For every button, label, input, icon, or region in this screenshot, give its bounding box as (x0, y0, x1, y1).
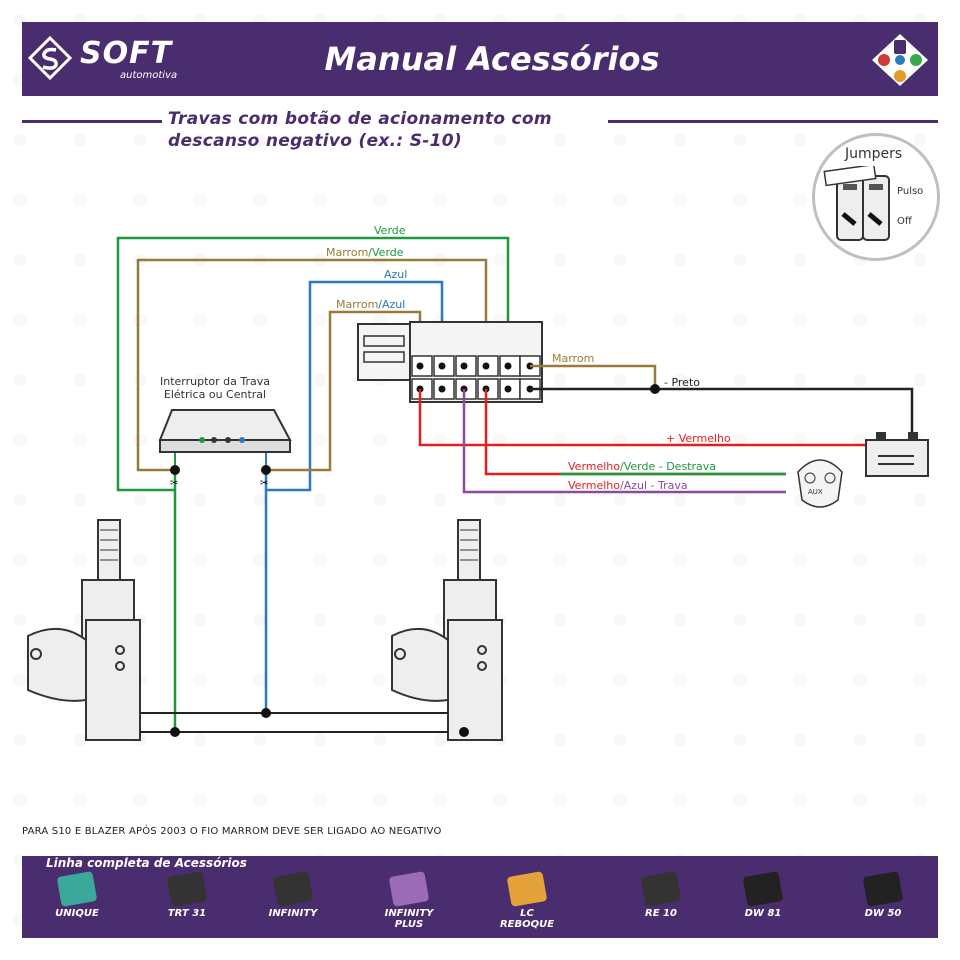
label-marrom-azul: Marrom/Azul (336, 298, 405, 311)
footer-bar: Linha completa de Acessórios UNIQUE TRT 3… (22, 856, 938, 938)
product-name: INFINITY (268, 908, 318, 919)
wiring-diagram: ✂ ✂ (27, 236, 929, 741)
brand-subtitle: automotiva (120, 70, 178, 81)
product-dw-81: DW 81 (728, 871, 798, 919)
label-marrom-verde-b: /Verde (368, 246, 404, 259)
product-unique: UNIQUE (42, 871, 112, 919)
cut-icon-left: ✂ (170, 478, 178, 489)
label-marrom-azul-a: Marrom (336, 298, 379, 311)
jumper-off-label: Off (897, 216, 912, 227)
label-marrom-verde: Marrom/Verde (326, 246, 404, 259)
module-connector (357, 321, 543, 403)
product-infinity: INFINITY (258, 871, 328, 919)
label-destrava-a: Vermelho (568, 460, 621, 473)
product-thumbnail (388, 871, 430, 907)
product-name: UNIQUE (55, 908, 99, 919)
remote-aux-label: AUX (808, 488, 823, 496)
label-verde: Verde (374, 224, 406, 237)
junction-dots (170, 465, 469, 737)
actuator-right (391, 519, 503, 741)
logo-s-icon (28, 36, 72, 80)
label-vermelho: + Vermelho (666, 432, 731, 445)
cut-icon-right: ✂ (260, 478, 268, 489)
switch-label: Interruptor da Trava Elétrica ou Central (160, 375, 270, 401)
wire-vermelho (418, 389, 880, 447)
jumper-switch-icon (823, 166, 890, 241)
label-preto: - Preto (664, 376, 700, 389)
diagram-subtitle: Travas com botão de acionamento com desc… (168, 109, 552, 151)
label-marrom-verde-a: Marrom (326, 246, 369, 259)
subtitle-block: Travas com botão de acionamento com desc… (22, 108, 938, 154)
jumpers-inset: Jumpers Pulso Off (812, 133, 940, 261)
product-name: RE 10 (645, 908, 677, 919)
wire-verde (116, 236, 510, 492)
product-name: INFINITY PLUS (384, 908, 434, 930)
brand-name: SOFT (80, 36, 173, 71)
product-name: TRT 31 (167, 908, 207, 919)
accessories-icon (872, 34, 928, 86)
label-marrom: Marrom (552, 352, 595, 365)
header-bar: SOFT automotiva Manual Acessórios (22, 22, 938, 96)
battery-icon (865, 432, 929, 477)
label-trava-a: Vermelho (568, 479, 621, 492)
product-thumbnail (272, 871, 314, 907)
product-re-10: RE 10 (626, 871, 696, 919)
jumpers-label: Jumpers (845, 146, 903, 162)
remote-control-icon (797, 459, 843, 508)
wire-marrom (530, 364, 657, 389)
ground-junction (650, 384, 660, 394)
actuator-left (27, 519, 141, 741)
wire-actuator-link (140, 712, 448, 733)
label-trava-b: /Azul - Trava (620, 479, 688, 492)
product-infinity-plus: INFINITY PLUS (374, 871, 444, 930)
product-trt-31: TRT 31 (152, 871, 222, 919)
label-azul: Azul (384, 268, 408, 281)
product-thumbnail (862, 871, 904, 907)
jumper-pulso-label: Pulso (897, 186, 924, 197)
brand-logo: SOFT automotiva (28, 34, 178, 84)
label-marrom-azul-b: /Azul (378, 298, 406, 311)
label-destrava: Vermelho/Verde - Destrava (568, 460, 716, 473)
wire-azul (266, 280, 444, 492)
door-lock-switch (158, 409, 292, 453)
subtitle-rule-left (22, 120, 162, 123)
product-lc-reboque: LC REBOQUE (492, 871, 562, 930)
product-thumbnail (506, 871, 548, 907)
product-name: DW 50 (864, 908, 902, 919)
label-trava: Vermelho/Azul - Trava (568, 479, 688, 492)
installation-note: PARA S10 E BLAZER APÓS 2003 O FIO MARROM… (22, 826, 442, 837)
subtitle-rule-right (608, 120, 938, 123)
product-thumbnail (56, 871, 98, 907)
footer-title: Linha completa de Acessórios (46, 856, 247, 870)
product-name: LC REBOQUE (499, 908, 555, 930)
product-thumbnail (166, 871, 208, 907)
wire-vermelho-azul (462, 389, 786, 494)
page-title: Manual Acessórios (324, 40, 660, 78)
product-thumbnail (742, 871, 784, 907)
label-destrava-b: /Verde - Destrava (620, 460, 716, 473)
product-thumbnail (640, 871, 682, 907)
product-dw-50: DW 50 (848, 871, 918, 919)
product-name: DW 81 (744, 908, 782, 919)
